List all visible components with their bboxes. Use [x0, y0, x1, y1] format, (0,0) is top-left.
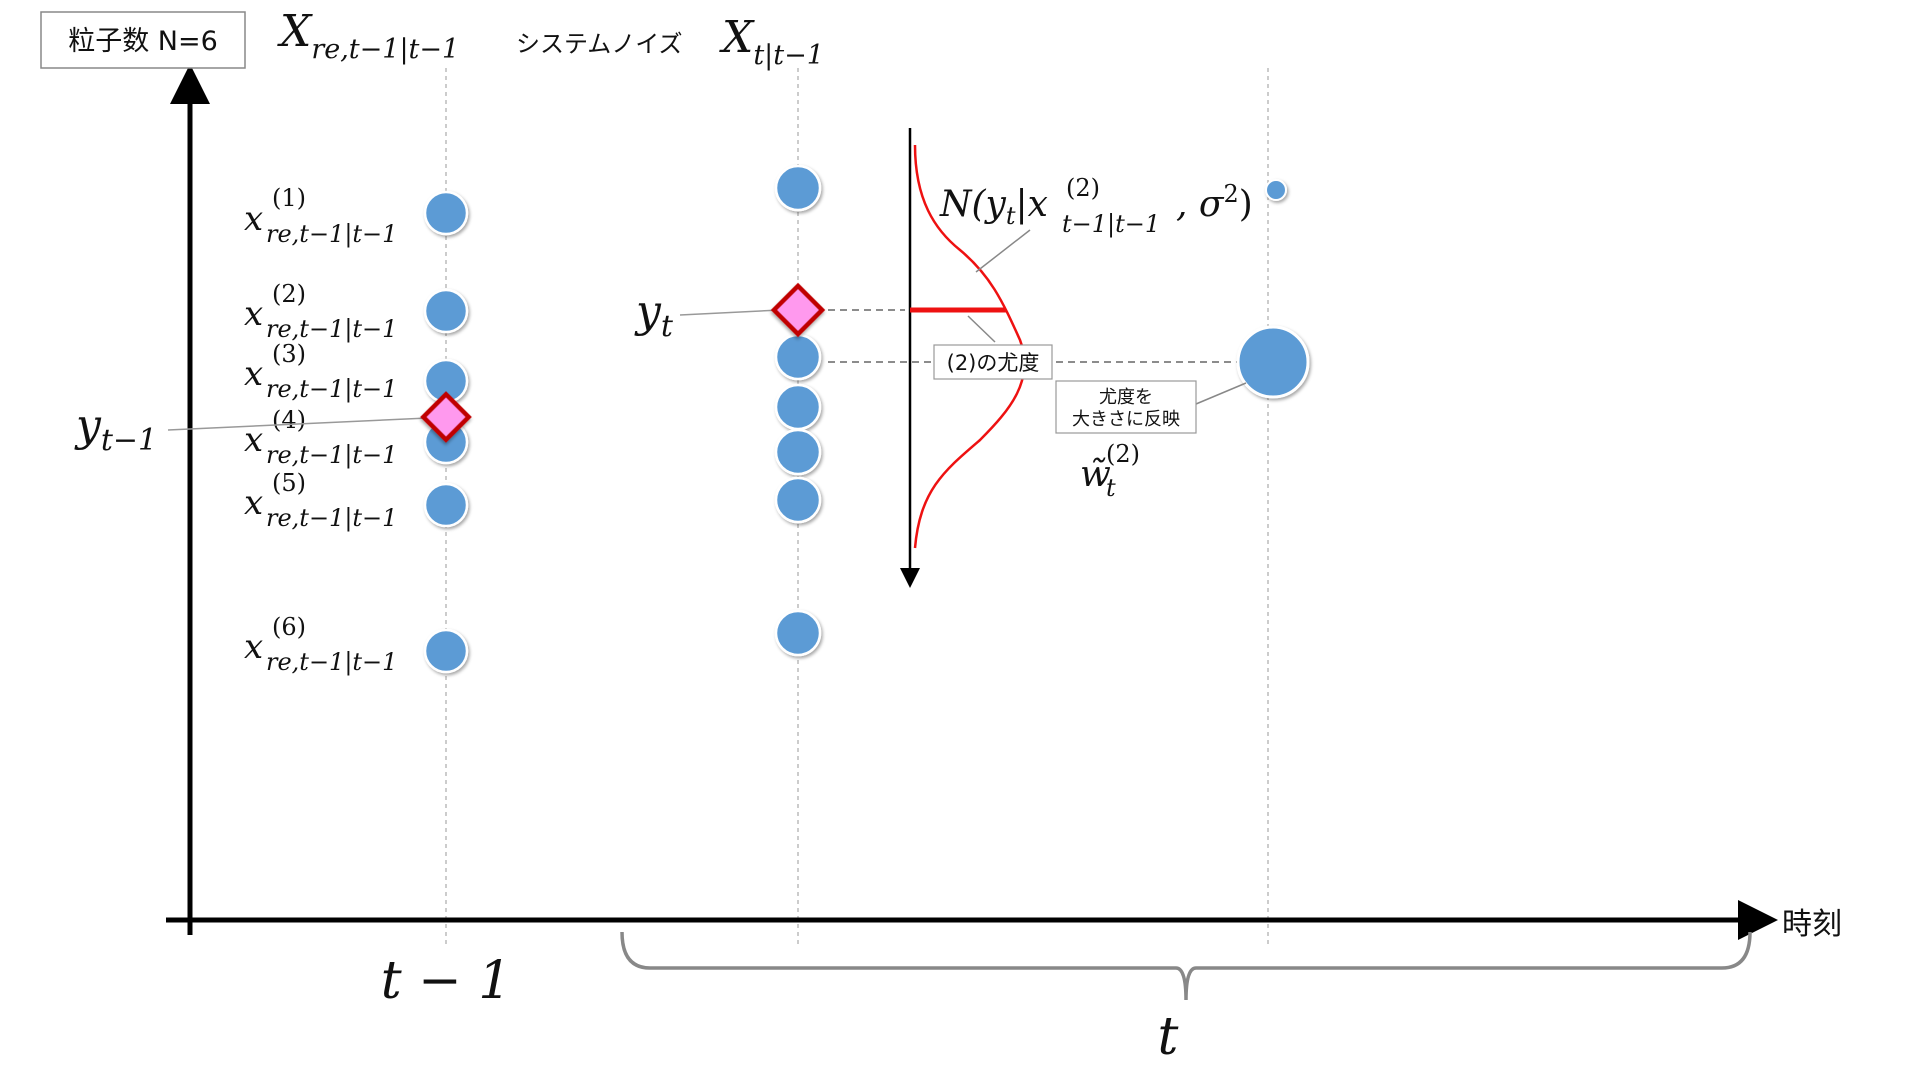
svg-text:re,t−1|t−1: re,t−1|t−1: [266, 375, 397, 404]
likelihood-formula-sub: t−1|t−1: [1062, 210, 1160, 239]
svg-text:(5): (5): [272, 469, 306, 497]
svg-text:(3): (3): [272, 340, 306, 368]
time-t-brace: [620, 931, 1752, 1001]
weighted-particle-2: [1236, 325, 1310, 399]
weight-label-sup: (2): [1106, 440, 1140, 468]
likelihood-box-label: (2)の尤度: [947, 351, 1040, 375]
likelihood-box-leader: [967, 315, 996, 343]
likelihood-formula-sup: (2): [1066, 174, 1100, 202]
svg-text:(4): (4): [272, 406, 306, 434]
observation-curr-leader: [679, 309, 781, 316]
observation-prev-label: yt−1: [74, 400, 157, 458]
svg-text:re,t−1|t−1: re,t−1|t−1: [266, 504, 397, 533]
svg-text:x: x: [244, 199, 263, 239]
particle-count-label: 粒子数 N=6: [68, 26, 218, 57]
svg-text:x: x: [244, 627, 263, 667]
svg-text:(1): (1): [272, 184, 306, 212]
observation-curr-label: yt: [634, 286, 674, 344]
svg-text:x: x: [244, 483, 263, 523]
particle-label-4: x (4) re,t−1|t−1: [244, 406, 397, 470]
svg-text:(6): (6): [272, 613, 306, 641]
formula-leader: [975, 229, 1031, 273]
svg-text:re,t−1|t−1: re,t−1|t−1: [266, 220, 397, 249]
particle-count-box: [40, 11, 246, 69]
x-axis-label: 時刻: [1782, 907, 1842, 942]
likelihood-formula: N(yt|x: [939, 184, 1048, 230]
weight-label-sub: t: [1106, 474, 1116, 502]
resampled-particle-1: [423, 190, 469, 236]
particle-label-5: x (5) re,t−1|t−1: [244, 469, 397, 533]
predicted-particle-2: [774, 333, 822, 381]
svg-text:x: x: [244, 354, 263, 394]
svg-text:(2): (2): [272, 280, 306, 308]
resampled-particle-2: [423, 288, 469, 334]
system-noise-label: システムノイズ: [516, 30, 683, 58]
svg-text:x: x: [244, 420, 263, 460]
reflect-box-line1: 尤度を: [1099, 387, 1153, 408]
tick-label-t: t: [1158, 1007, 1179, 1067]
svg-text:x: x: [244, 294, 263, 334]
weight-label: w̃: [1080, 454, 1111, 495]
predicted-particle-6: [774, 609, 822, 657]
predicted-set-label: Xt|t−1: [719, 12, 824, 71]
tick-label-t-minus-1: t − 1: [381, 951, 512, 1011]
predicted-particle-5: [774, 476, 822, 524]
observation-prev-diamond: [420, 391, 472, 443]
resampled-particle-6: [423, 628, 469, 674]
likelihood-curve: [913, 144, 1026, 549]
observation-prev-leader: [167, 417, 429, 431]
reflect-box-leader: [1195, 382, 1247, 405]
particle-label-6: x (6) re,t−1|t−1: [244, 613, 397, 677]
particle-label-3: x (3) re,t−1|t−1: [244, 340, 397, 404]
predicted-particle-4: [774, 428, 822, 476]
resampled-set-label: Xre,t−1|t−1: [277, 6, 459, 65]
reflect-box: [1055, 380, 1197, 434]
reflect-box-line2: 大きさに反映: [1072, 409, 1180, 430]
svg-text:re,t−1|t−1: re,t−1|t−1: [266, 441, 397, 470]
svg-text:re,t−1|t−1: re,t−1|t−1: [266, 648, 397, 677]
predicted-particles: [774, 164, 822, 657]
predicted-particle-1: [774, 164, 822, 212]
likelihood-box: [933, 344, 1053, 380]
svg-text:re,t−1|t−1: re,t−1|t−1: [266, 315, 397, 344]
particle-label-2: x (2) re,t−1|t−1: [244, 280, 397, 344]
weighted-particle-small: [1265, 179, 1287, 201]
particle-label-1: x (1) re,t−1|t−1: [244, 184, 397, 249]
predicted-particle-3: [774, 383, 822, 431]
resampled-particle-5: [423, 482, 469, 528]
observation-curr-diamond: [770, 282, 826, 338]
likelihood-formula-tail: , σ2): [1176, 180, 1253, 225]
